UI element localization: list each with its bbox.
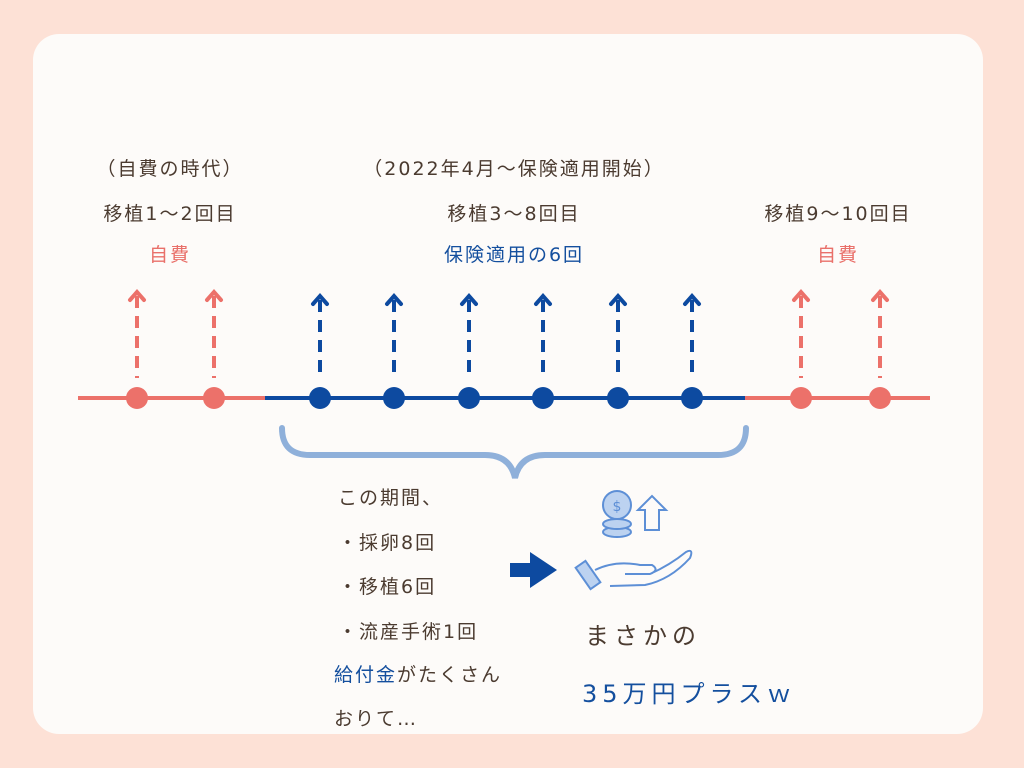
left-note: （自費の時代） (96, 158, 244, 180)
up-arrow-icon (460, 292, 478, 306)
up-arrow-icon (128, 288, 146, 302)
middle-label: 移植3〜8回目 (447, 203, 581, 225)
insured-transfer-point (532, 387, 554, 409)
right-label: 移植9〜10回目 (764, 203, 912, 225)
up-arrow-icon (683, 292, 701, 306)
benefit-highlight: 給付金 (334, 664, 398, 686)
up-arrow-icon (385, 292, 403, 306)
summary-item: ・採卵8回 (338, 532, 437, 554)
result-line2: 35万円プラスｗ (582, 680, 797, 708)
insured-transfer-point (309, 387, 331, 409)
right-cost: 自費 (816, 244, 860, 266)
up-arrow-icon (609, 292, 627, 306)
summary-intro: この期間、 (338, 487, 444, 509)
middle-note: （2022年4月〜保険適用開始） (363, 158, 665, 180)
brace (279, 425, 749, 479)
right-arrow-icon (510, 552, 557, 588)
insured-transfer-point (681, 387, 703, 409)
benefit-rest: がたくさん (397, 664, 503, 686)
insured-transfer-point (383, 387, 405, 409)
up-arrow-icon (311, 292, 329, 306)
hand-coins-up-icon: $ (574, 490, 693, 591)
summary-item: ・移植6回 (338, 576, 437, 598)
svg-text:$: $ (613, 499, 622, 515)
self-pay-transfer-point (790, 387, 812, 409)
left-label: 移植1〜2回目 (103, 203, 237, 225)
up-arrow-icon (792, 288, 810, 302)
self-pay-transfer-point (203, 387, 225, 409)
result-line1: まさかの (585, 622, 701, 650)
insured-transfer-point (458, 387, 480, 409)
up-arrow-icon (534, 292, 552, 306)
insured-transfer-point (607, 387, 629, 409)
self-pay-transfer-point (126, 387, 148, 409)
summary-benefit: 給付金がたくさん (334, 660, 502, 687)
summary-item: ・流産手術1回 (338, 621, 479, 643)
up-arrow-icon (205, 288, 223, 302)
left-cost: 自費 (148, 244, 192, 266)
self-pay-transfer-point (869, 387, 891, 409)
up-arrow-icon (871, 288, 889, 302)
card (33, 34, 983, 734)
summary-ending: おりて… (334, 708, 419, 730)
middle-cost: 保険適用の6回 (443, 244, 585, 266)
